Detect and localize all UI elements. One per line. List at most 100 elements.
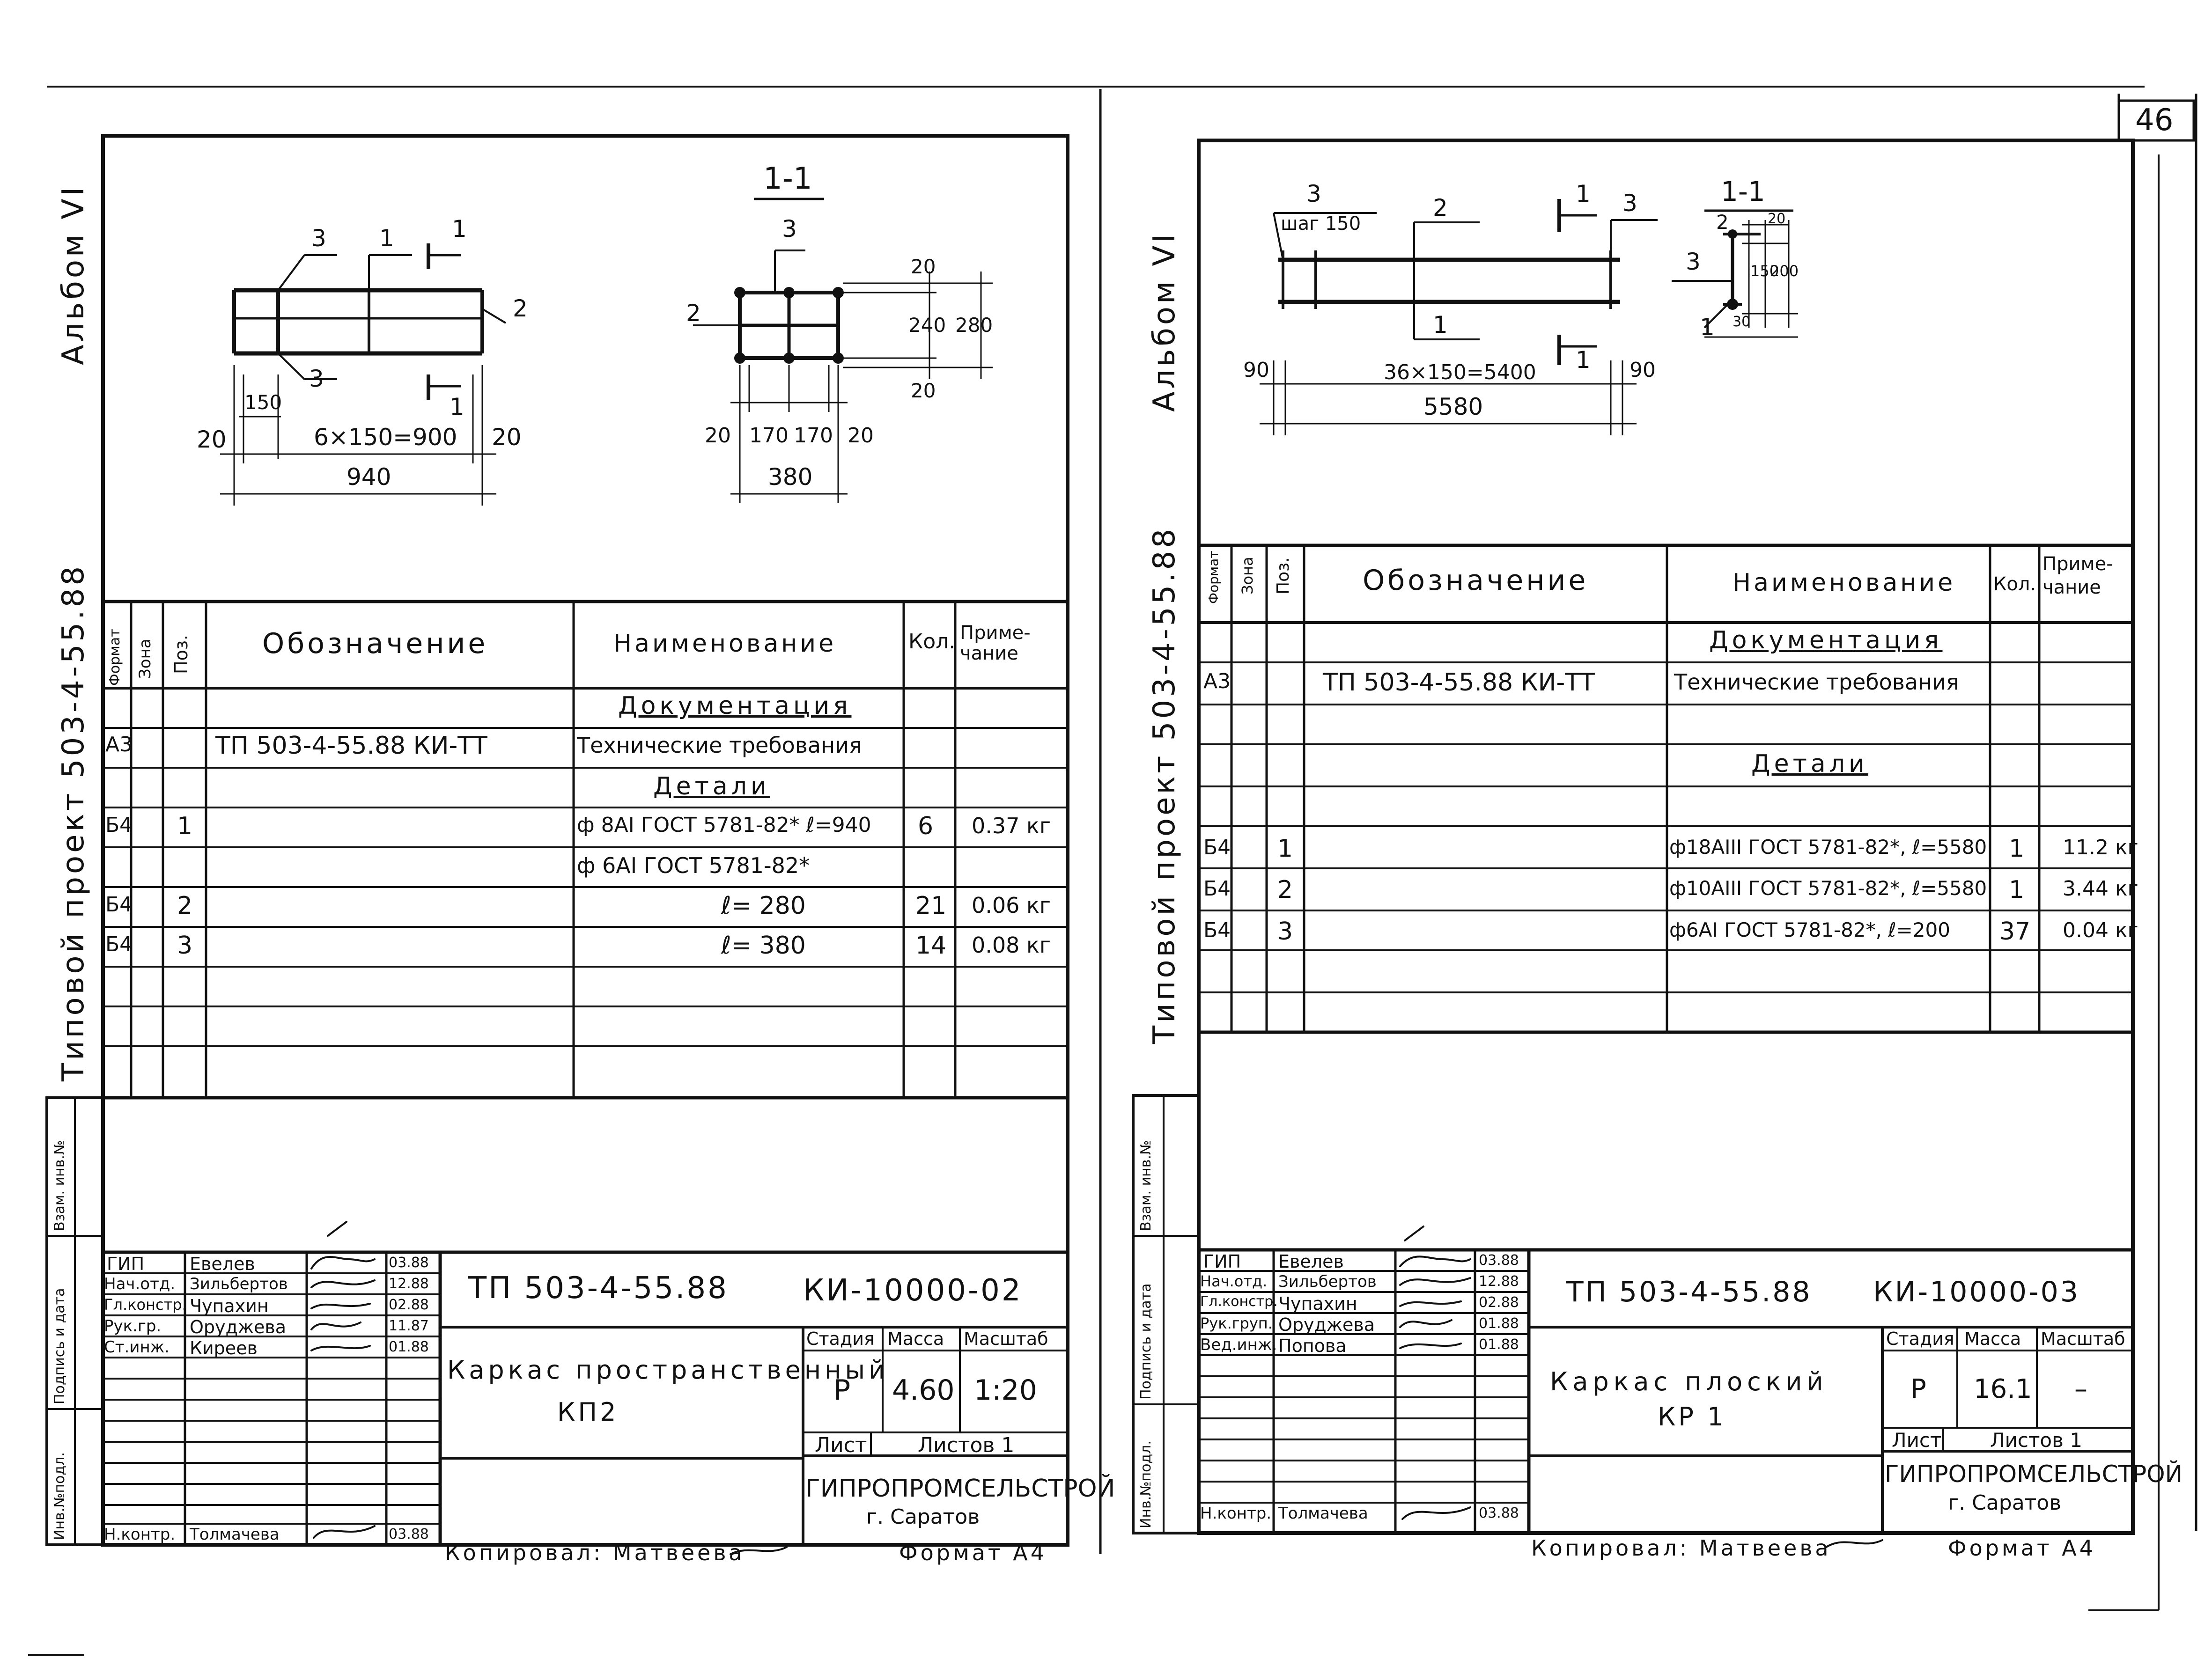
left-header-designation: Обозначение: [262, 627, 488, 660]
staff-role: Вед.инж.: [1200, 1336, 1277, 1354]
right-section-dim: 150: [1750, 262, 1779, 280]
left-copied: Копировал: Матвеева: [445, 1540, 745, 1565]
left-section-label: 3: [782, 215, 797, 242]
control-date: 03.88: [1479, 1505, 1519, 1521]
staff-date: 02.88: [389, 1297, 429, 1313]
right-stage: Р: [1910, 1374, 1926, 1404]
spec-cell-format: Б4: [105, 893, 133, 917]
left-drawing-label: 3: [311, 225, 326, 252]
right-project-label: Типовой проект 503-4-55.88: [1147, 526, 1182, 1044]
left-stamp-label: Взам. инв.№: [52, 1140, 68, 1231]
right-drawing-label: 1: [1433, 311, 1448, 338]
right-section-dim: 200: [1770, 262, 1799, 280]
spec-cell-designation: ТП 503-4-55.88 КИ-ТТ: [215, 732, 487, 760]
page-number: 46: [2135, 103, 2174, 138]
left-stage: Р: [833, 1374, 851, 1407]
scale-label: Масштаб: [2041, 1329, 2125, 1349]
right-sheet-code: КИ-10000-03: [1873, 1276, 2080, 1308]
right-drawing-label: 3: [1306, 180, 1321, 207]
left-section-dim: 20: [911, 255, 936, 278]
left-stamp-label: Подпись и дата: [52, 1288, 68, 1405]
spec-cell-qty: 21: [915, 892, 947, 920]
right-stamp-label: Инв.№подл.: [1138, 1440, 1154, 1528]
left-dim: 20: [492, 424, 522, 451]
mass-label: Масса: [1964, 1329, 2021, 1349]
sheets-label: Листов 1: [918, 1433, 1015, 1457]
left-drawing-label: 3: [309, 365, 324, 392]
staff-name: Оруджева: [1278, 1314, 1375, 1335]
right-header-pos: Поз.: [1274, 557, 1293, 595]
staff-role: Ст.инж.: [104, 1338, 170, 1357]
staff-name: Евелев: [190, 1254, 255, 1274]
spec-cell-note: 0.06 кг: [972, 893, 1051, 918]
staff-role: ГИП: [107, 1254, 145, 1274]
left-stamp-label: Инв.№подл.: [52, 1452, 68, 1540]
staff-name: Зильбертов: [1278, 1272, 1377, 1291]
left-section-label: 2: [686, 300, 701, 327]
control-date: 03.88: [389, 1526, 429, 1542]
spec-cell-qty: 6: [918, 812, 934, 840]
mass-label: Масса: [887, 1329, 944, 1349]
left-doc-code: ТП 503-4-55.88: [468, 1271, 729, 1306]
left-drawing-label: 1: [379, 225, 394, 252]
spec-cell-format: Б4: [105, 813, 133, 837]
left-section-dim: 20: [911, 379, 936, 402]
staff-name: Оруджева: [190, 1317, 287, 1337]
right-section-label: 3: [1686, 248, 1701, 275]
staff-name: Чупахин: [190, 1296, 269, 1316]
left-mass: 4.60: [892, 1374, 955, 1407]
spec-cell-note: 0.08 кг: [972, 932, 1051, 958]
left-dim: 150: [244, 391, 282, 414]
left-project-label: Типовой проект 503-4-55.88: [56, 563, 91, 1081]
left-sheet-code: КИ-10000-02: [803, 1273, 1023, 1308]
spec-cell-pos: 1: [177, 812, 193, 840]
right-drawing-label: 1: [1576, 346, 1591, 374]
left-drawing-label: 1: [450, 393, 465, 420]
spec-cell-name: ф 8AI ГОСТ 5781-82* ℓ=940: [577, 813, 871, 837]
spec-cell-name: Технические требования: [577, 733, 862, 758]
staff-date: 12.88: [389, 1276, 429, 1292]
stage-label: Стадия: [1886, 1329, 1954, 1349]
left-section-dim: 170: [794, 424, 833, 448]
left-section-dim: 20: [705, 424, 731, 448]
right-dim: 36×150=5400: [1384, 360, 1536, 384]
spec-cell-designation: ТП 503-4-55.88 КИ-ТТ: [1323, 668, 1595, 697]
left-header-pos: Поз.: [171, 634, 192, 674]
control-name: Толмачева: [1278, 1504, 1368, 1523]
spec-cell-name: ф18AIII ГОСТ 5781-82*, ℓ=5580: [1669, 836, 1987, 859]
left-header-name: Наименование: [613, 630, 837, 658]
staff-role: Рук.груп.: [1200, 1314, 1273, 1332]
staff-name: Евелев: [1278, 1251, 1344, 1272]
left-city: г. Саратов: [866, 1505, 980, 1529]
spec-cell-name: ф10AIII ГОСТ 5781-82*, ℓ=5580: [1669, 877, 1987, 900]
left-header-format: Формат: [107, 629, 123, 686]
right-section-label: 2: [1716, 211, 1729, 234]
right-header-name: Наименование: [1733, 569, 1956, 597]
staff-date: 01.88: [1479, 1336, 1519, 1353]
spec-heading: Детали: [1751, 750, 1868, 778]
right-section-title: 1-1: [1721, 176, 1765, 207]
left-section-dim: 280: [955, 314, 993, 337]
left-drawing-label: 1: [452, 215, 467, 242]
staff-role: Нач.отд.: [104, 1275, 176, 1293]
left-org: ГИПРОПРОМСЕЛЬСТРОЙ: [805, 1475, 1115, 1503]
left-title-line2: КП2: [557, 1397, 619, 1427]
left-drawing-label: 2: [513, 295, 528, 322]
spec-cell-qty: 1: [2009, 835, 2025, 863]
right-header-zone: Зона: [1239, 557, 1256, 595]
spec-cell-pos: 3: [177, 932, 193, 960]
right-org: ГИПРОПРОМСЕЛЬСТРОЙ: [1885, 1461, 2183, 1488]
right-section-dim: 20: [1768, 211, 1786, 227]
spec-cell-format: Б4: [1203, 918, 1231, 942]
staff-role: Гл.констр.: [104, 1296, 187, 1314]
spec-cell-qty: 14: [915, 932, 947, 960]
sheet-label: Лист: [815, 1433, 867, 1457]
right-header-designation: Обозначение: [1363, 564, 1589, 597]
left-header-qty: Кол.: [908, 630, 956, 653]
right-drawing-label: 2: [1433, 194, 1448, 221]
right-format: Формат А4: [1948, 1535, 2096, 1561]
left-album-label: Альбом VI: [56, 184, 91, 365]
spec-cell-format: А3: [1203, 669, 1231, 693]
staff-role: Нач.отд.: [1200, 1272, 1268, 1290]
right-section-label: 1: [1700, 314, 1715, 341]
